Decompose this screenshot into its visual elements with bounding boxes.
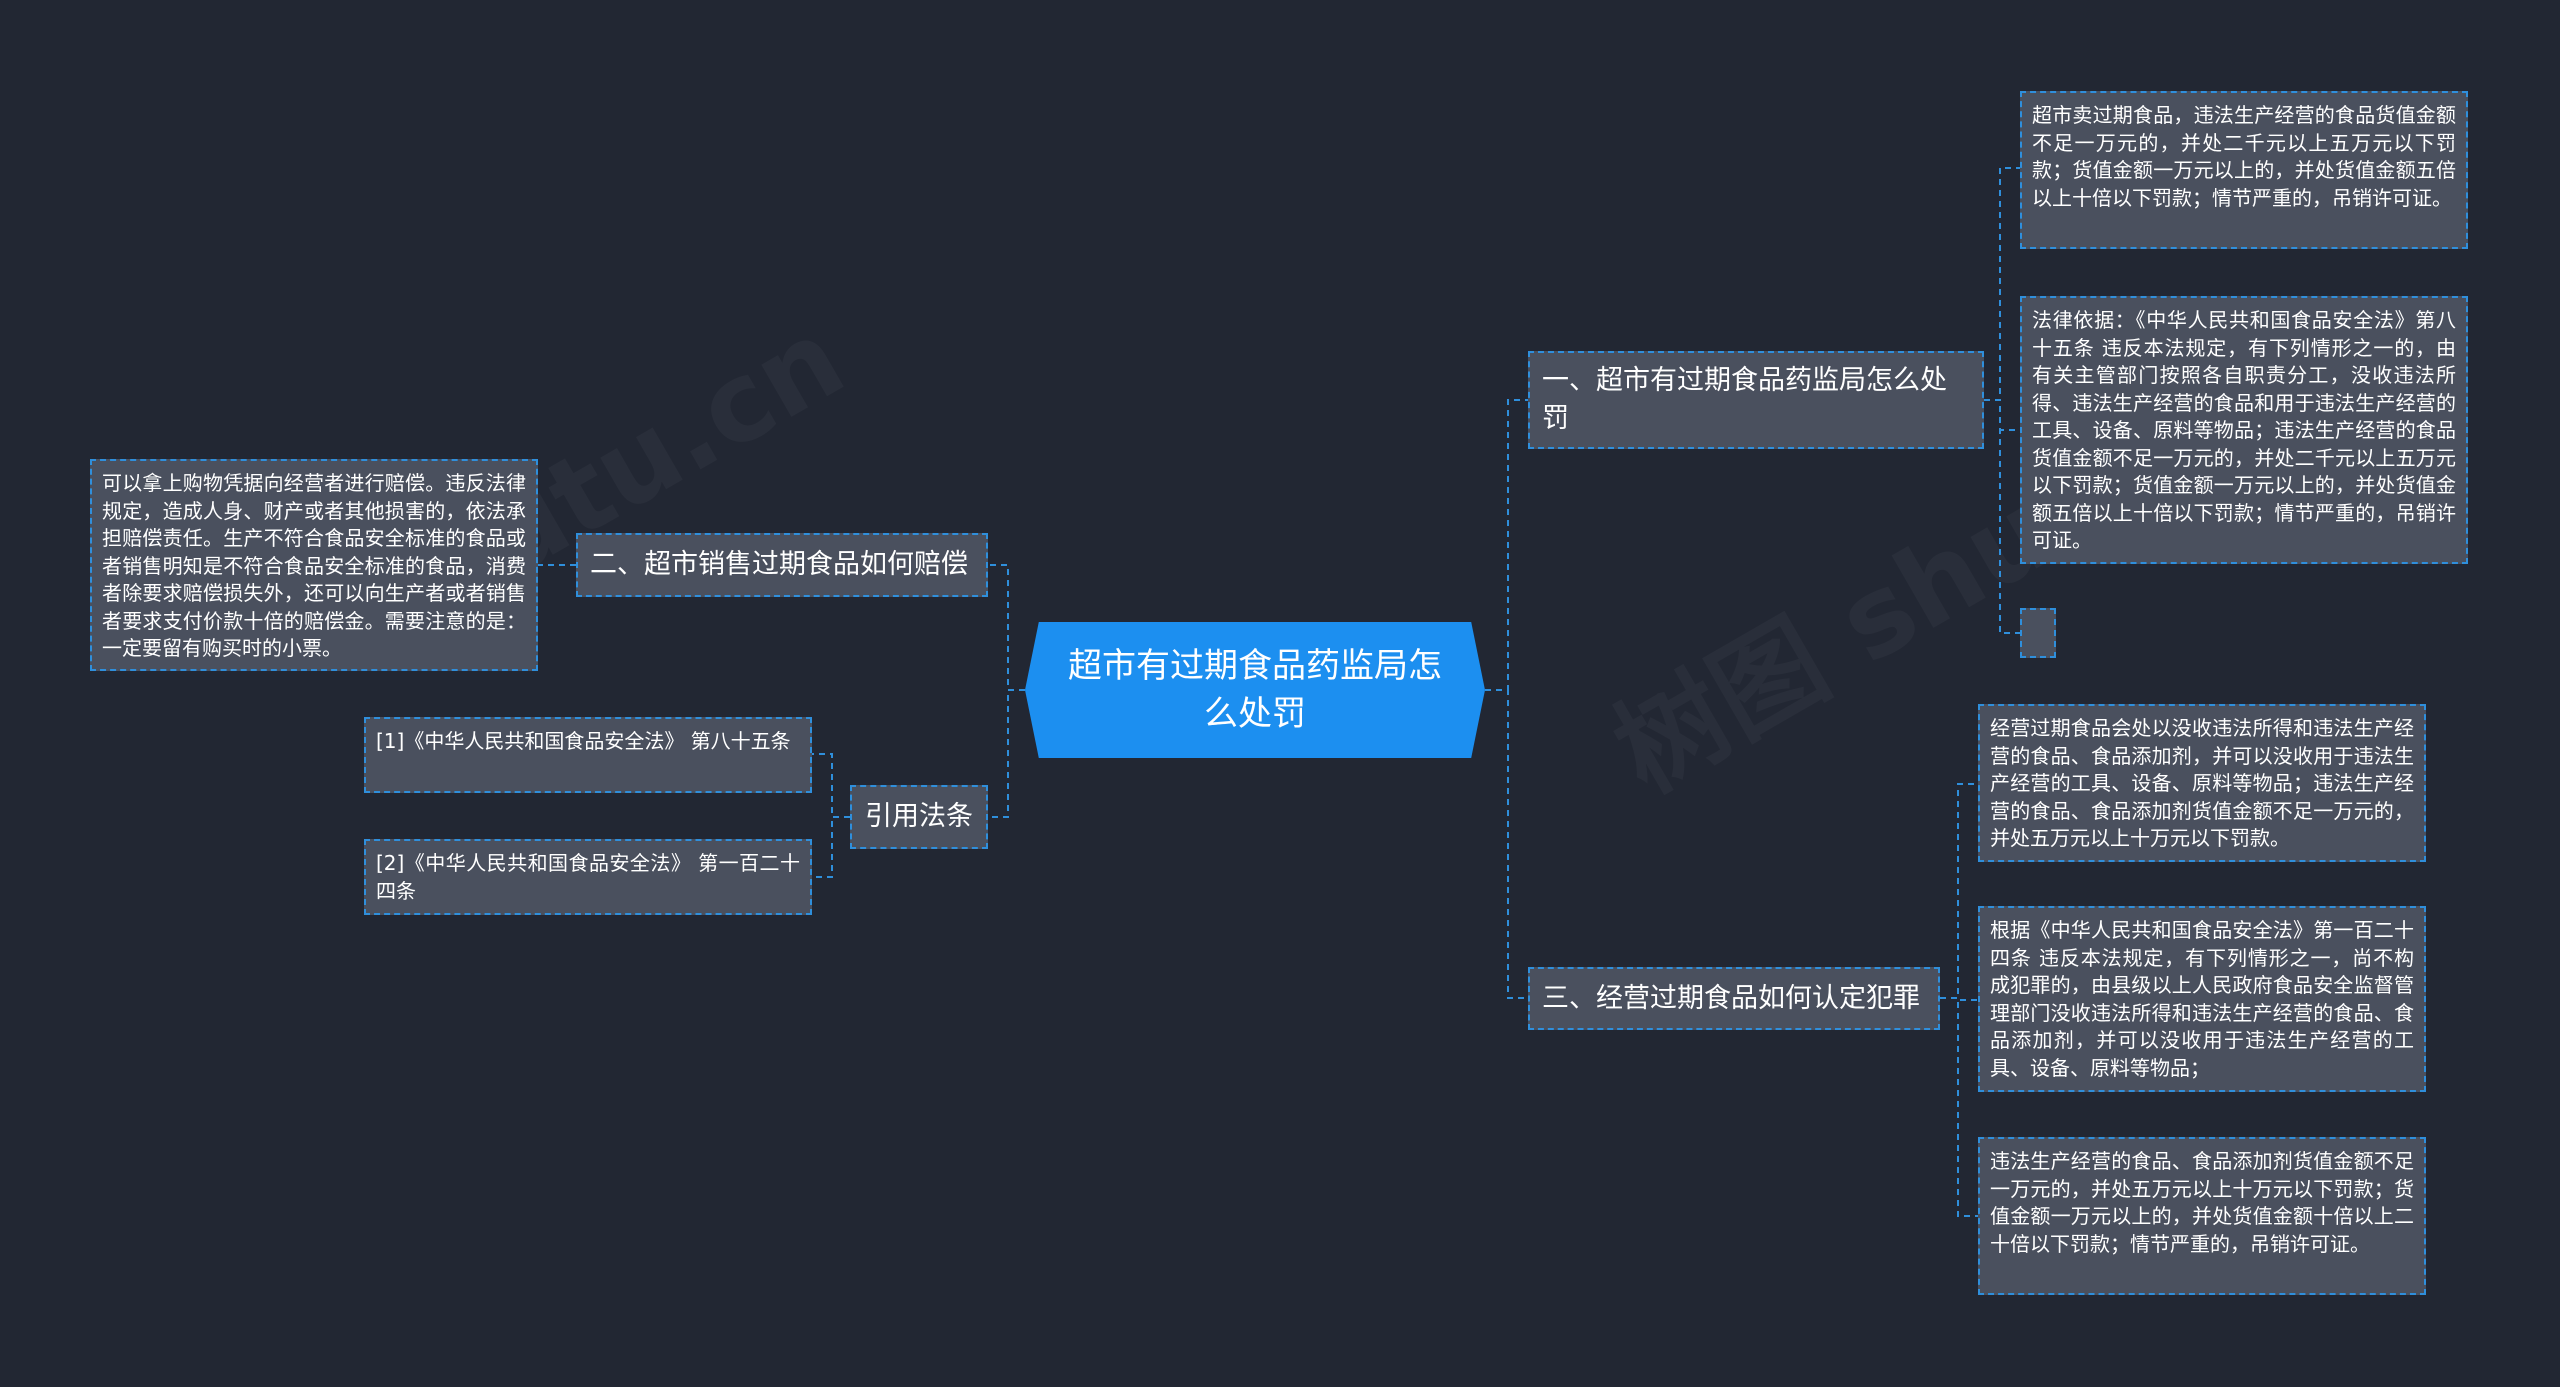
- leaf-legal-basis-text: 法律依据：《中华人民共和国食品安全法》第八十五条 违反本法规定，有下列情形之一的…: [2032, 308, 2456, 552]
- leaf-compensation-detail-text: 可以拿上购物凭据向经营者进行赔偿。违反法律规定，造成人身、财产或者其他损害的，依…: [102, 471, 526, 660]
- connector-b1-leaf1: [1984, 167, 2020, 401]
- leaf-penalty-summary[interactable]: 超市卖过期食品，违法生产经营的食品货值金额不足一万元的，并处二千元以上五万元以下…: [2020, 91, 2468, 249]
- connector-root-b1: [1485, 399, 1528, 691]
- leaf-cited-law-1[interactable]: [1]《中华人民共和国食品安全法》 第八十五条: [364, 717, 812, 793]
- connector-root-b4: [1485, 689, 1528, 999]
- connector-b4-leaf1: [1940, 783, 1978, 999]
- leaf-compensation-detail[interactable]: 可以拿上购物凭据向经营者进行赔偿。违反法律规定，造成人身、财产或者其他损害的，依…: [90, 459, 538, 671]
- leaf-crime-article-124[interactable]: 根据《中华人民共和国食品安全法》第一百二十四条 违反本法规定，有下列情形之一，尚…: [1978, 906, 2426, 1092]
- connector-b1-leaf2: [1984, 399, 2020, 431]
- branch-penalty[interactable]: 一、超市有过期食品药监局怎么处罚: [1528, 351, 1984, 449]
- connector-b3-leaf1: [812, 753, 850, 818]
- connector-b1-leaf3: [1984, 399, 2020, 634]
- branch-penalty-label: 一、超市有过期食品药监局怎么处罚: [1542, 365, 1947, 434]
- branch-cited-laws[interactable]: 引用法条: [850, 785, 988, 849]
- connector-b4-leaf3: [1940, 997, 1978, 1217]
- leaf-penalty-summary-text: 超市卖过期食品，违法生产经营的食品货值金额不足一万元的，并处二千元以上五万元以下…: [2032, 103, 2456, 210]
- leaf-crime-fines[interactable]: 违法生产经营的食品、食品添加剂货值金额不足一万元的，并处五万元以上十万元以下罚款…: [1978, 1137, 2426, 1295]
- root-topic[interactable]: 超市有过期食品药监局怎么处罚: [1025, 622, 1485, 758]
- leaf-legal-basis[interactable]: 法律依据：《中华人民共和国食品安全法》第八十五条 违反本法规定，有下列情形之一的…: [2020, 296, 2468, 564]
- leaf-crime-confiscation[interactable]: 经营过期食品会处以没收违法所得和违法生产经营的食品、食品添加剂，并可以没收用于违…: [1978, 704, 2426, 862]
- leaf-cited-law-2[interactable]: [2]《中华人民共和国食品安全法》 第一百二十四条: [364, 839, 812, 915]
- leaf-cited-law-1-text: [1]《中华人民共和国食品安全法》 第八十五条: [376, 729, 791, 753]
- connector-b3-leaf2: [812, 816, 850, 878]
- connector-root-b3: [988, 689, 1025, 818]
- leaf-cited-law-2-text: [2]《中华人民共和国食品安全法》 第一百二十四条: [376, 851, 800, 903]
- leaf-crime-fines-text: 违法生产经营的食品、食品添加剂货值金额不足一万元的，并处五万元以上十万元以下罚款…: [1990, 1149, 2414, 1256]
- branch-compensation-label: 二、超市销售过期食品如何赔偿: [590, 549, 968, 580]
- branch-crime-label: 三、经营过期食品如何认定犯罪: [1542, 982, 1920, 1014]
- connector-root-b2: [988, 564, 1025, 691]
- leaf-crime-article-124-text: 根据《中华人民共和国食品安全法》第一百二十四条 违反本法规定，有下列情形之一，尚…: [1990, 918, 2414, 1080]
- root-topic-label: 超市有过期食品药监局怎么处罚: [1068, 646, 1442, 734]
- branch-compensation[interactable]: 二、超市销售过期食品如何赔偿: [576, 533, 988, 597]
- leaf-crime-confiscation-text: 经营过期食品会处以没收违法所得和违法生产经营的食品、食品添加剂，并可以没收用于违…: [1990, 716, 2414, 850]
- leaf-empty[interactable]: [2020, 608, 2056, 658]
- branch-cited-laws-label: 引用法条: [865, 801, 973, 832]
- branch-crime[interactable]: 三、经营过期食品如何认定犯罪: [1528, 967, 1940, 1030]
